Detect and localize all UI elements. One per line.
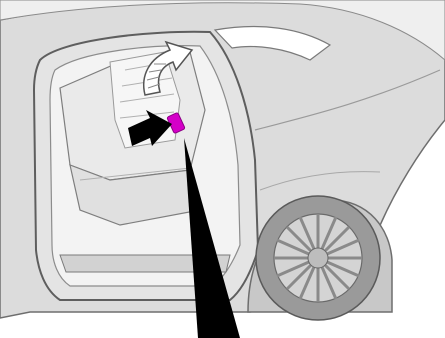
wheel-hub (308, 248, 328, 268)
